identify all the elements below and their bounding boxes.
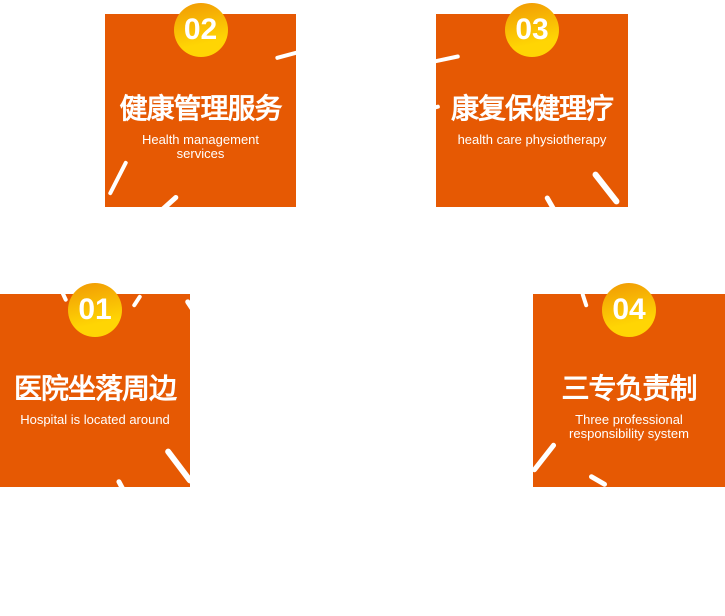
card-subtitle: Hospital is located around bbox=[20, 411, 170, 427]
burst-stroke bbox=[591, 170, 621, 206]
burst-stroke bbox=[588, 473, 608, 487]
burst-stroke bbox=[274, 49, 296, 61]
card-subtitle: health care physiotherapy bbox=[457, 131, 607, 147]
number-badge: 02 bbox=[173, 3, 228, 57]
card-title: 健康管理服务 bbox=[119, 93, 282, 124]
burst-stroke bbox=[184, 298, 190, 325]
burst-stroke bbox=[156, 193, 180, 207]
feature-card-01: 01 医院坐落周边 Hospital is located around bbox=[0, 283, 190, 487]
burst-stroke bbox=[580, 294, 589, 308]
burst-stroke bbox=[163, 447, 190, 485]
burst-stroke bbox=[543, 194, 559, 207]
burst-stroke bbox=[131, 294, 143, 308]
burst-stroke bbox=[107, 160, 129, 196]
number-badge: 04 bbox=[602, 277, 660, 337]
number-badge: 01 bbox=[68, 283, 122, 337]
burst-stroke bbox=[533, 441, 558, 474]
card-content: 三专负责制 Three professional responsibility … bbox=[533, 373, 725, 442]
feature-card-02: 02 健康管理服务 Health management services bbox=[105, 3, 296, 207]
badge-number: 03 bbox=[515, 13, 549, 46]
feature-card-04: 04 三专负责制 Three professional responsibili… bbox=[533, 277, 725, 487]
card-content: 医院坐落周边 Hospital is located around bbox=[0, 373, 190, 427]
burst-stroke bbox=[436, 54, 461, 64]
card-subtitle: Health management services bbox=[141, 131, 260, 162]
badge-number: 01 bbox=[78, 293, 112, 326]
card-title: 三专负责制 bbox=[561, 373, 697, 404]
card-content: 健康管理服务 Health management services bbox=[105, 93, 296, 162]
burst-stroke bbox=[115, 478, 129, 487]
feature-card-03: 03 康复保健理疗 health care physiotherapy bbox=[436, 3, 628, 207]
card-title: 医院坐落周边 bbox=[13, 373, 177, 404]
number-badge: 03 bbox=[505, 3, 559, 57]
card-subtitle: Three professional responsibility system bbox=[569, 411, 689, 442]
card-title: 康复保健理疗 bbox=[450, 93, 614, 124]
card-content: 康复保健理疗 health care physiotherapy bbox=[436, 93, 628, 147]
badge-number: 04 bbox=[612, 293, 646, 326]
badge-number: 02 bbox=[183, 13, 218, 46]
